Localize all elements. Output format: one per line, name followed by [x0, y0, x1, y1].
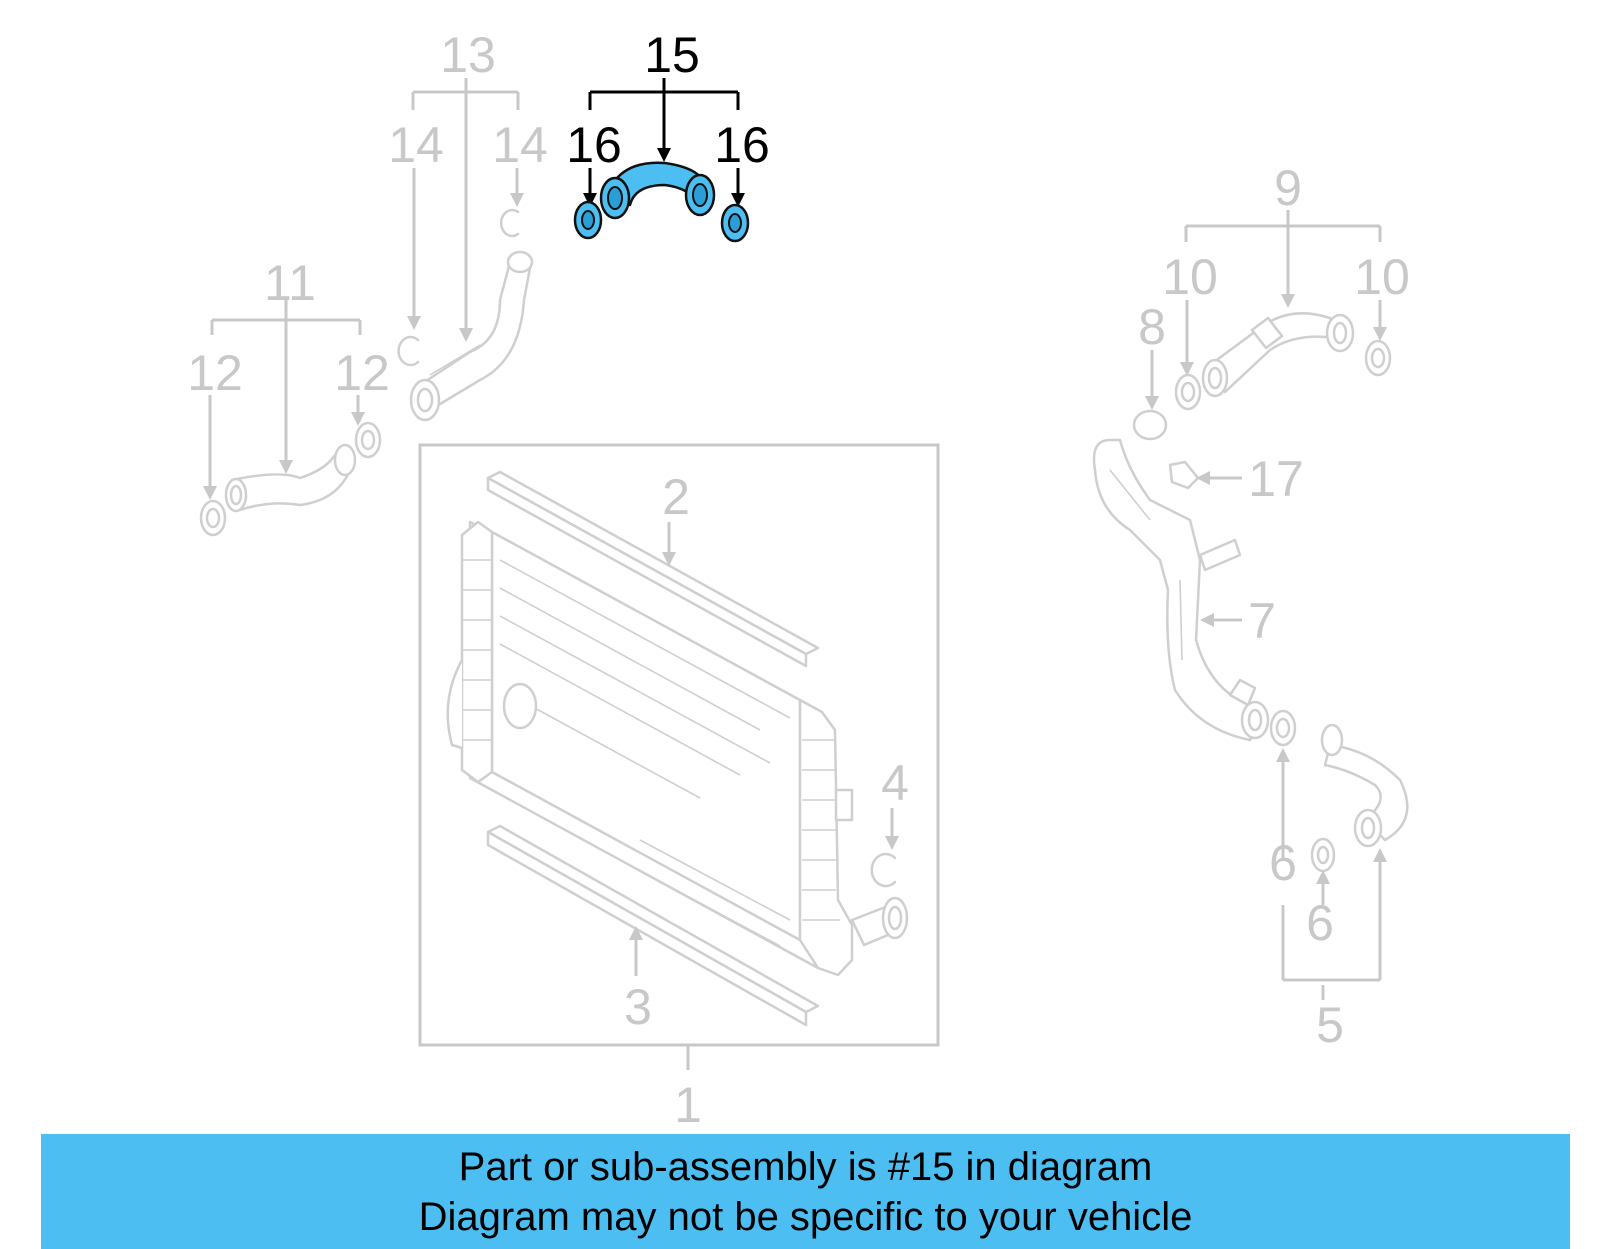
callout-12-left: 12 — [187, 345, 243, 401]
callout-15-bracket — [583, 78, 745, 207]
banner-line-1: Part or sub-assembly is #15 in diagram — [458, 1144, 1153, 1189]
callout-6-right: 6 — [1306, 895, 1334, 951]
sensor-17 — [1168, 460, 1200, 490]
assembly-box — [418, 443, 940, 1047]
clamp-8 — [1132, 409, 1168, 441]
callout-17: 17 — [1248, 451, 1304, 507]
callout-14-left: 14 — [388, 117, 444, 173]
callout-14-right: 14 — [492, 117, 548, 173]
callout-11: 11 — [264, 255, 316, 311]
banner-line-2: Diagram may not be specific to your vehi… — [418, 1194, 1193, 1239]
arrow-2 — [662, 552, 676, 566]
callout-6-left: 6 — [1269, 835, 1297, 891]
hose-group-5 — [1276, 723, 1409, 1000]
callout-8: 8 — [1138, 299, 1166, 355]
clamp-4 — [870, 852, 897, 888]
callout-3: 3 — [624, 979, 652, 1035]
intercooler-core — [446, 520, 909, 977]
callout-16-right: 16 — [714, 117, 770, 173]
upper-seal-strip-side — [486, 476, 808, 668]
callout-4: 4 — [881, 755, 909, 811]
callout-1: 1 — [674, 1077, 702, 1133]
hose-group-11 — [199, 300, 382, 537]
highlighted-hose-15 — [599, 161, 716, 220]
callout-10-left: 10 — [1162, 249, 1218, 305]
callout-labels: 1 2 3 4 5 6 6 7 8 9 10 10 11 12 12 13 14… — [187, 27, 1410, 1133]
callout-12-right: 12 — [334, 345, 390, 401]
callout-13: 13 — [440, 27, 496, 83]
info-banner: Part or sub-assembly is #15 in diagram D… — [41, 1134, 1570, 1249]
pipe-group-13 — [397, 78, 534, 422]
lower-seal-strip-side — [486, 830, 808, 1027]
callout-9: 9 — [1274, 160, 1302, 216]
pipe-7 — [1092, 350, 1297, 747]
callout-10-right: 10 — [1354, 249, 1410, 305]
callout-2: 2 — [662, 469, 690, 525]
highlighted-seal-16-left — [573, 200, 603, 240]
arrow-4 — [885, 836, 899, 850]
callout-5: 5 — [1316, 997, 1344, 1053]
callout-16-left: 16 — [566, 117, 622, 173]
callout-15: 15 — [644, 27, 700, 83]
highlighted-seal-16-right — [720, 203, 750, 243]
callout-7: 7 — [1248, 593, 1276, 649]
intercooler-assembly — [418, 443, 940, 1070]
hose-group-9 — [1174, 210, 1392, 411]
arrow-3 — [629, 926, 643, 940]
